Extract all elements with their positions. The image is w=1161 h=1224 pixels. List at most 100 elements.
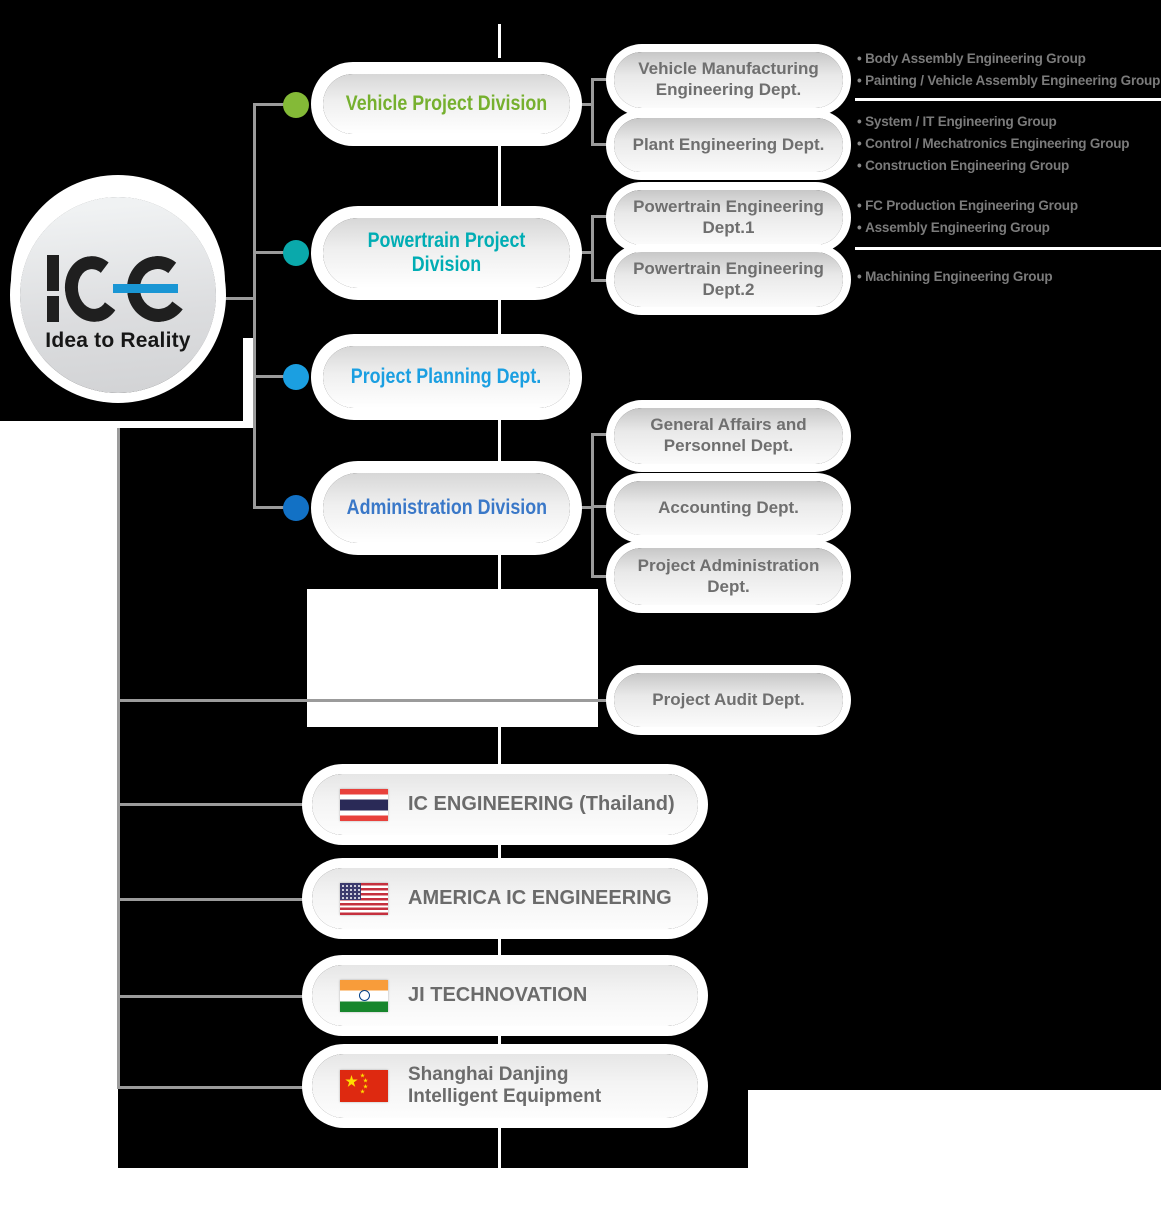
division-planning: Project Planning Dept. [323, 346, 570, 408]
subsidiary-label: JI TECHNOVATION [408, 984, 588, 1006]
dept-powertrain-1: Powertrain Engineering Dept.1 [614, 190, 843, 245]
logo-letter-i [47, 255, 59, 291]
bracket-admin [591, 505, 608, 508]
dept-label: Project Administration Dept. [637, 555, 820, 596]
group-item: Body Assembly Engineering Group [857, 48, 1157, 70]
bg-mid-rect [307, 589, 598, 727]
dept-powertrain-2: Powertrain Engineering Dept.2 [614, 252, 843, 307]
spine-segment [498, 1036, 501, 1044]
spine-segment [498, 24, 501, 58]
division-label: Administration Division [346, 495, 547, 519]
bracket-powertrain [591, 215, 608, 218]
bracket-admin [591, 575, 608, 578]
dept-label: Powertrain Engineering Dept.2 [633, 258, 824, 299]
dept-project-administration: Project Administration Dept. [614, 548, 843, 605]
spine-segment [498, 555, 501, 590]
vehicle-division-dot [283, 92, 309, 118]
bg-vstrip [243, 338, 253, 428]
connector-subsidiary [117, 995, 304, 998]
china-flag [340, 1070, 388, 1102]
spine-segment [498, 146, 501, 206]
logo-tagline: Idea to Reality [45, 329, 191, 352]
china-flag-star [363, 1084, 368, 1089]
group-item: Painting / Vehicle Assembly Engineering … [857, 70, 1160, 92]
bracket-vehicle [591, 78, 594, 146]
dept-label: Project Audit Dept. [652, 689, 805, 709]
spine-segment [498, 939, 501, 955]
bracket-vehicle [591, 143, 608, 146]
bracket-powertrain [591, 279, 608, 282]
group-item: FC Production Engineering Group [857, 195, 1157, 217]
groups-powertrain-1: FC Production Engineering Group Assembly… [857, 195, 1157, 239]
dept-accounting: Accounting Dept. [614, 481, 843, 535]
connector-subsidiary [117, 803, 304, 806]
bracket-vehicle [576, 103, 594, 106]
subsidiary-thailand: IC ENGINEERING (Thailand) [312, 774, 698, 835]
connector-lower-trunk [117, 428, 120, 1089]
dept-label: General Affairs and Personnel Dept. [650, 415, 807, 455]
connector-audit [117, 699, 609, 702]
dept-general-affairs: General Affairs and Personnel Dept. [614, 408, 843, 464]
division-label: Vehicle Project Division [345, 91, 548, 115]
india-flag-chakra [358, 990, 370, 1001]
bracket-vehicle [591, 78, 608, 81]
connector-stub [253, 103, 285, 106]
dept-label: Powertrain Engineering Dept.1 [633, 196, 824, 237]
group-separator [855, 98, 1161, 101]
bracket-powertrain [576, 251, 594, 254]
group-item: Control / Mechatronics Engineering Group [857, 133, 1157, 155]
spine-segment [498, 727, 501, 764]
subsidiary-shanghai-danjing: Shanghai Danjing Intelligent Equipment [312, 1054, 698, 1118]
usa-flag [340, 882, 388, 915]
division-powertrain: Powertrain Project Division [323, 218, 570, 288]
dept-label: Accounting Dept. [658, 497, 799, 517]
china-flag-star [360, 1089, 365, 1094]
china-flag-star [345, 1075, 358, 1087]
thailand-flag [340, 788, 388, 821]
company-logo: ICE Idea to Reality [20, 197, 216, 393]
division-vehicle: Vehicle Project Division [323, 74, 570, 134]
group-item: Assembly Engineering Group [857, 217, 1157, 239]
spine-segment [498, 1128, 501, 1168]
bracket-admin [591, 433, 608, 436]
subsidiary-america: AMERICA IC ENGINEERING [312, 868, 698, 929]
division-label: Project Planning Dept. [351, 364, 542, 388]
group-separator [855, 247, 1161, 250]
planning-dept-dot [283, 364, 309, 390]
connector-stub [253, 251, 285, 254]
spine-segment [498, 845, 501, 858]
bracket-admin [576, 506, 594, 509]
bg-left-strip [0, 428, 118, 1224]
dept-plant-engineering: Plant Engineering Dept. [614, 118, 843, 172]
subsidiary-ji-technovation: JI TECHNOVATION [312, 965, 698, 1026]
china-flag-star [360, 1073, 365, 1078]
spine-segment [498, 300, 501, 334]
groups-plant-engineering: System / IT Engineering Group Control / … [857, 111, 1157, 177]
groups-powertrain-2: Machining Engineering Group [857, 266, 1157, 288]
connector-logo [214, 297, 256, 300]
logo-blue-bar [113, 284, 178, 293]
bg-bottom-right [748, 1090, 1161, 1224]
subsidiary-label: AMERICA IC ENGINEERING [408, 887, 672, 909]
usa-flag-canton [340, 882, 361, 900]
connector-subsidiary [117, 898, 304, 901]
logo-brand-text: ICE [20, 197, 21, 198]
powertrain-division-dot [283, 240, 309, 266]
china-flag-star [363, 1078, 368, 1083]
dept-project-audit: Project Audit Dept. [614, 673, 843, 727]
connector-division-trunk [253, 103, 256, 509]
india-flag [340, 979, 388, 1012]
group-item: Machining Engineering Group [857, 266, 1157, 288]
connector-stub [253, 375, 285, 378]
group-item: System / IT Engineering Group [857, 111, 1157, 133]
groups-vehicle-manufacturing: Body Assembly Engineering Group Painting… [857, 48, 1160, 92]
connector-stub [253, 506, 285, 509]
logo-letter-i [47, 296, 59, 322]
division-admin: Administration Division [323, 473, 570, 543]
subsidiary-label: Shanghai Danjing Intelligent Equipment [408, 1064, 602, 1107]
spine-segment [498, 420, 501, 461]
admin-division-dot [283, 495, 309, 521]
subsidiary-label: IC ENGINEERING (Thailand) [408, 793, 675, 815]
division-label: Powertrain Project Division [367, 228, 526, 276]
dept-label: Plant Engineering Dept. [632, 134, 825, 154]
